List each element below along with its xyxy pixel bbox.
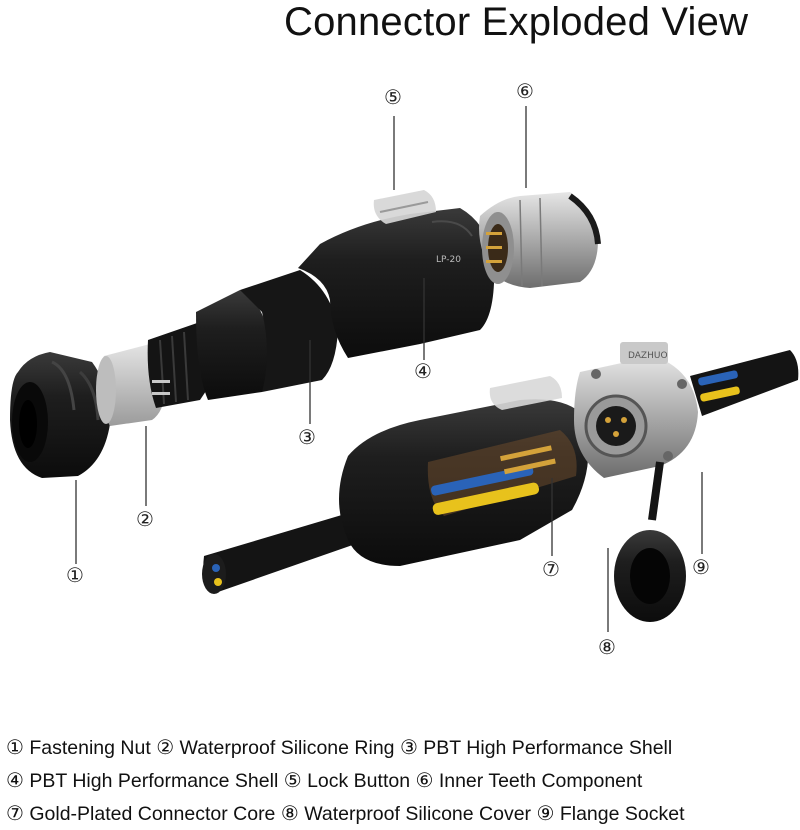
callout-3: ③ [298,425,316,449]
part-flange-socket: DAZHUO [574,342,698,478]
part-gold-core [431,445,556,515]
callout-7: ⑦ [542,557,560,581]
leader-lines [75,106,703,632]
legend-item-inner-teeth: ⑥ Inner Teeth Component [415,768,643,792]
part-fastening-nut [10,352,110,478]
flange-brand-marking: DAZHUO [628,351,668,361]
exploded-view-diagram: LP-20 [10,79,799,659]
callouts: ① ② ③ ④ ⑤ ⑥ ⑦ ⑧ ⑨ [66,79,710,659]
legend-item-silicone-cover: ⑧ Waterproof Silicone Cover [280,801,532,825]
page-title: Connector Exploded View [284,0,749,44]
callout-1: ① [66,563,84,587]
part-pbt-shell-rear [196,270,338,400]
callout-9: ⑨ [692,555,710,579]
part-lock-button [373,190,436,224]
upper-assembly: LP-20 [10,190,601,478]
lower-assembly: DAZHUO [202,342,799,622]
part-pbt-shell-front: LP-20 [298,208,495,358]
callout-5: ⑤ [384,85,402,109]
legend-item-flange-socket: ⑨ Flange Socket [536,801,685,825]
callout-6: ⑥ [516,79,534,103]
parts-legend: ① Fastening Nut ② Waterproof Silicone Ri… [6,731,800,830]
legend-item-lock-button: ⑤ Lock Button [283,768,411,792]
legend-item-silicone-ring: ② Waterproof Silicone Ring [156,735,395,759]
legend-item-pbt-shell-rear: ③ PBT High Performance Shell [399,735,673,759]
part-inner-teeth [479,192,601,288]
legend-line-2: ④ PBT High Performance Shell ⑤ Lock Butt… [6,764,800,797]
shell-model-marking: LP-20 [436,255,461,265]
legend-item-fastening-nut: ① Fastening Nut [6,735,151,759]
legend-item-gold-core: ⑦ Gold-Plated Connector Core [6,801,276,825]
legend-line-3: ⑦ Gold-Plated Connector Core ⑧ Waterproo… [6,797,800,830]
part-collet [147,322,213,408]
callout-8: ⑧ [598,635,616,659]
part-silicone-cover [614,461,686,622]
cable-rear [203,506,384,592]
legend-item-pbt-shell-front: ④ PBT High Performance Shell [6,768,279,792]
callout-4: ④ [414,359,432,383]
legend-line-1: ① Fastening Nut ② Waterproof Silicone Ri… [6,731,800,764]
callout-2: ② [136,507,154,531]
